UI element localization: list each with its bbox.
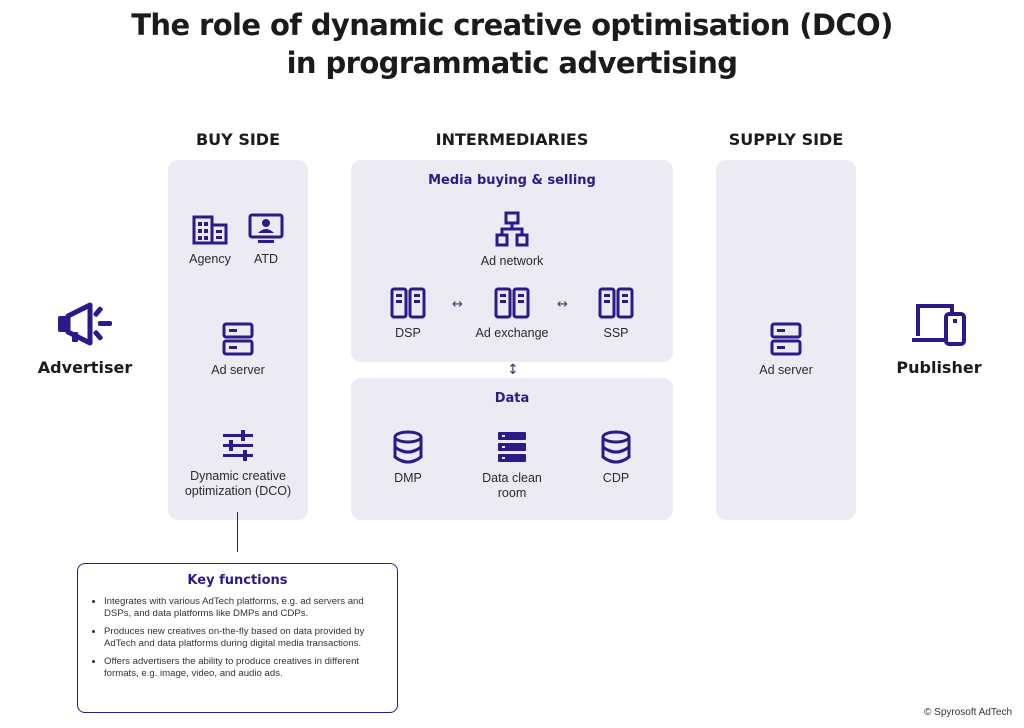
dco-item: Dynamic creative optimization (DCO) <box>174 430 302 499</box>
network-icon <box>495 211 529 247</box>
ad-network-label: Ad network <box>480 254 544 268</box>
ssp-item: SSP <box>576 287 656 341</box>
buy-ad-server-item: Ad server <box>168 322 308 378</box>
dco-connector-line <box>237 512 238 552</box>
key-functions-title: Key functions <box>187 573 288 588</box>
monitor-user-icon <box>248 213 284 243</box>
title-line-2: in programmatic advertising <box>286 46 738 80</box>
dmp-item: DMP <box>368 430 448 486</box>
cdp-label: CDP <box>602 471 630 485</box>
server-rack-icon <box>494 287 530 319</box>
database-icon <box>601 430 631 464</box>
advertiser-label: Advertiser <box>37 358 133 377</box>
publisher-label: Publisher <box>896 358 982 377</box>
key-functions-box: Key functions Integrates with various Ad… <box>77 563 398 713</box>
advertiser: Advertiser <box>30 300 140 377</box>
server-rack-icon <box>598 287 634 319</box>
sliders-icon <box>223 430 253 461</box>
megaphone-icon <box>58 302 112 346</box>
ssp-label: SSP <box>603 326 629 340</box>
dco-label: Dynamic creative optimization (DCO) <box>184 469 292 498</box>
devices-icon <box>912 304 966 346</box>
publisher: Publisher <box>884 300 994 377</box>
cdp-item: CDP <box>576 430 656 486</box>
ad-exchange-label: Ad exchange <box>475 326 549 340</box>
agency-item: Agency <box>182 213 238 267</box>
dsp-exchange-arrow: ↔ <box>452 297 463 312</box>
server-rack-icon <box>390 287 426 319</box>
vertical-arrow: ↕ <box>507 362 519 378</box>
ad-network-item: Ad network <box>452 211 572 269</box>
dsp-item: DSP <box>368 287 448 341</box>
database-icon <box>393 430 423 464</box>
supply-ad-server-label: Ad server <box>759 363 813 377</box>
dmp-label: DMP <box>394 471 422 485</box>
title-line-1: The role of dynamic creative optimisatio… <box>131 8 893 42</box>
server-icon <box>222 322 254 356</box>
buy-ad-server-label: Ad server <box>211 363 265 377</box>
media-title: Media buying & selling <box>428 173 596 188</box>
supply-ad-server-item: Ad server <box>716 322 856 378</box>
building-icon <box>192 215 228 245</box>
key-function-item: Produces new creatives on-the-fly based … <box>104 626 385 650</box>
data-clean-room-item: Data clean room <box>467 430 557 501</box>
supply-side-panel: Ad server <box>716 160 856 520</box>
ad-exchange-item: Ad exchange <box>467 287 557 341</box>
key-functions-list: Integrates with various AdTech platforms… <box>78 596 397 680</box>
data-clean-room-label: Data clean room <box>482 471 542 500</box>
supply-side-heading: SUPPLY SIDE <box>728 130 844 149</box>
dsp-label: DSP <box>395 326 421 340</box>
page-title: The role of dynamic creative optimisatio… <box>0 6 1024 82</box>
data-panel: Data DMP Data clean room <box>351 378 673 520</box>
copyright-footer: © Spyrosoft AdTech <box>924 707 1012 718</box>
agency-label: Agency <box>189 252 231 266</box>
exchange-ssp-arrow: ↔ <box>557 297 568 312</box>
buy-side-heading: BUY SIDE <box>195 130 281 149</box>
media-panel: Media buying & selling Ad network DSP ↔ <box>351 160 673 362</box>
atd-label: ATD <box>253 252 279 266</box>
server-icon <box>770 322 802 356</box>
intermediaries-heading: INTERMEDIARIES <box>435 130 589 149</box>
data-title: Data <box>494 391 530 406</box>
storage-icon <box>498 432 526 462</box>
key-function-item: Integrates with various AdTech platforms… <box>104 596 385 620</box>
atd-item: ATD <box>238 213 294 267</box>
key-function-item: Offers advertisers the ability to produc… <box>104 656 385 680</box>
buy-side-panel: Agency ATD Ad server <box>168 160 308 520</box>
